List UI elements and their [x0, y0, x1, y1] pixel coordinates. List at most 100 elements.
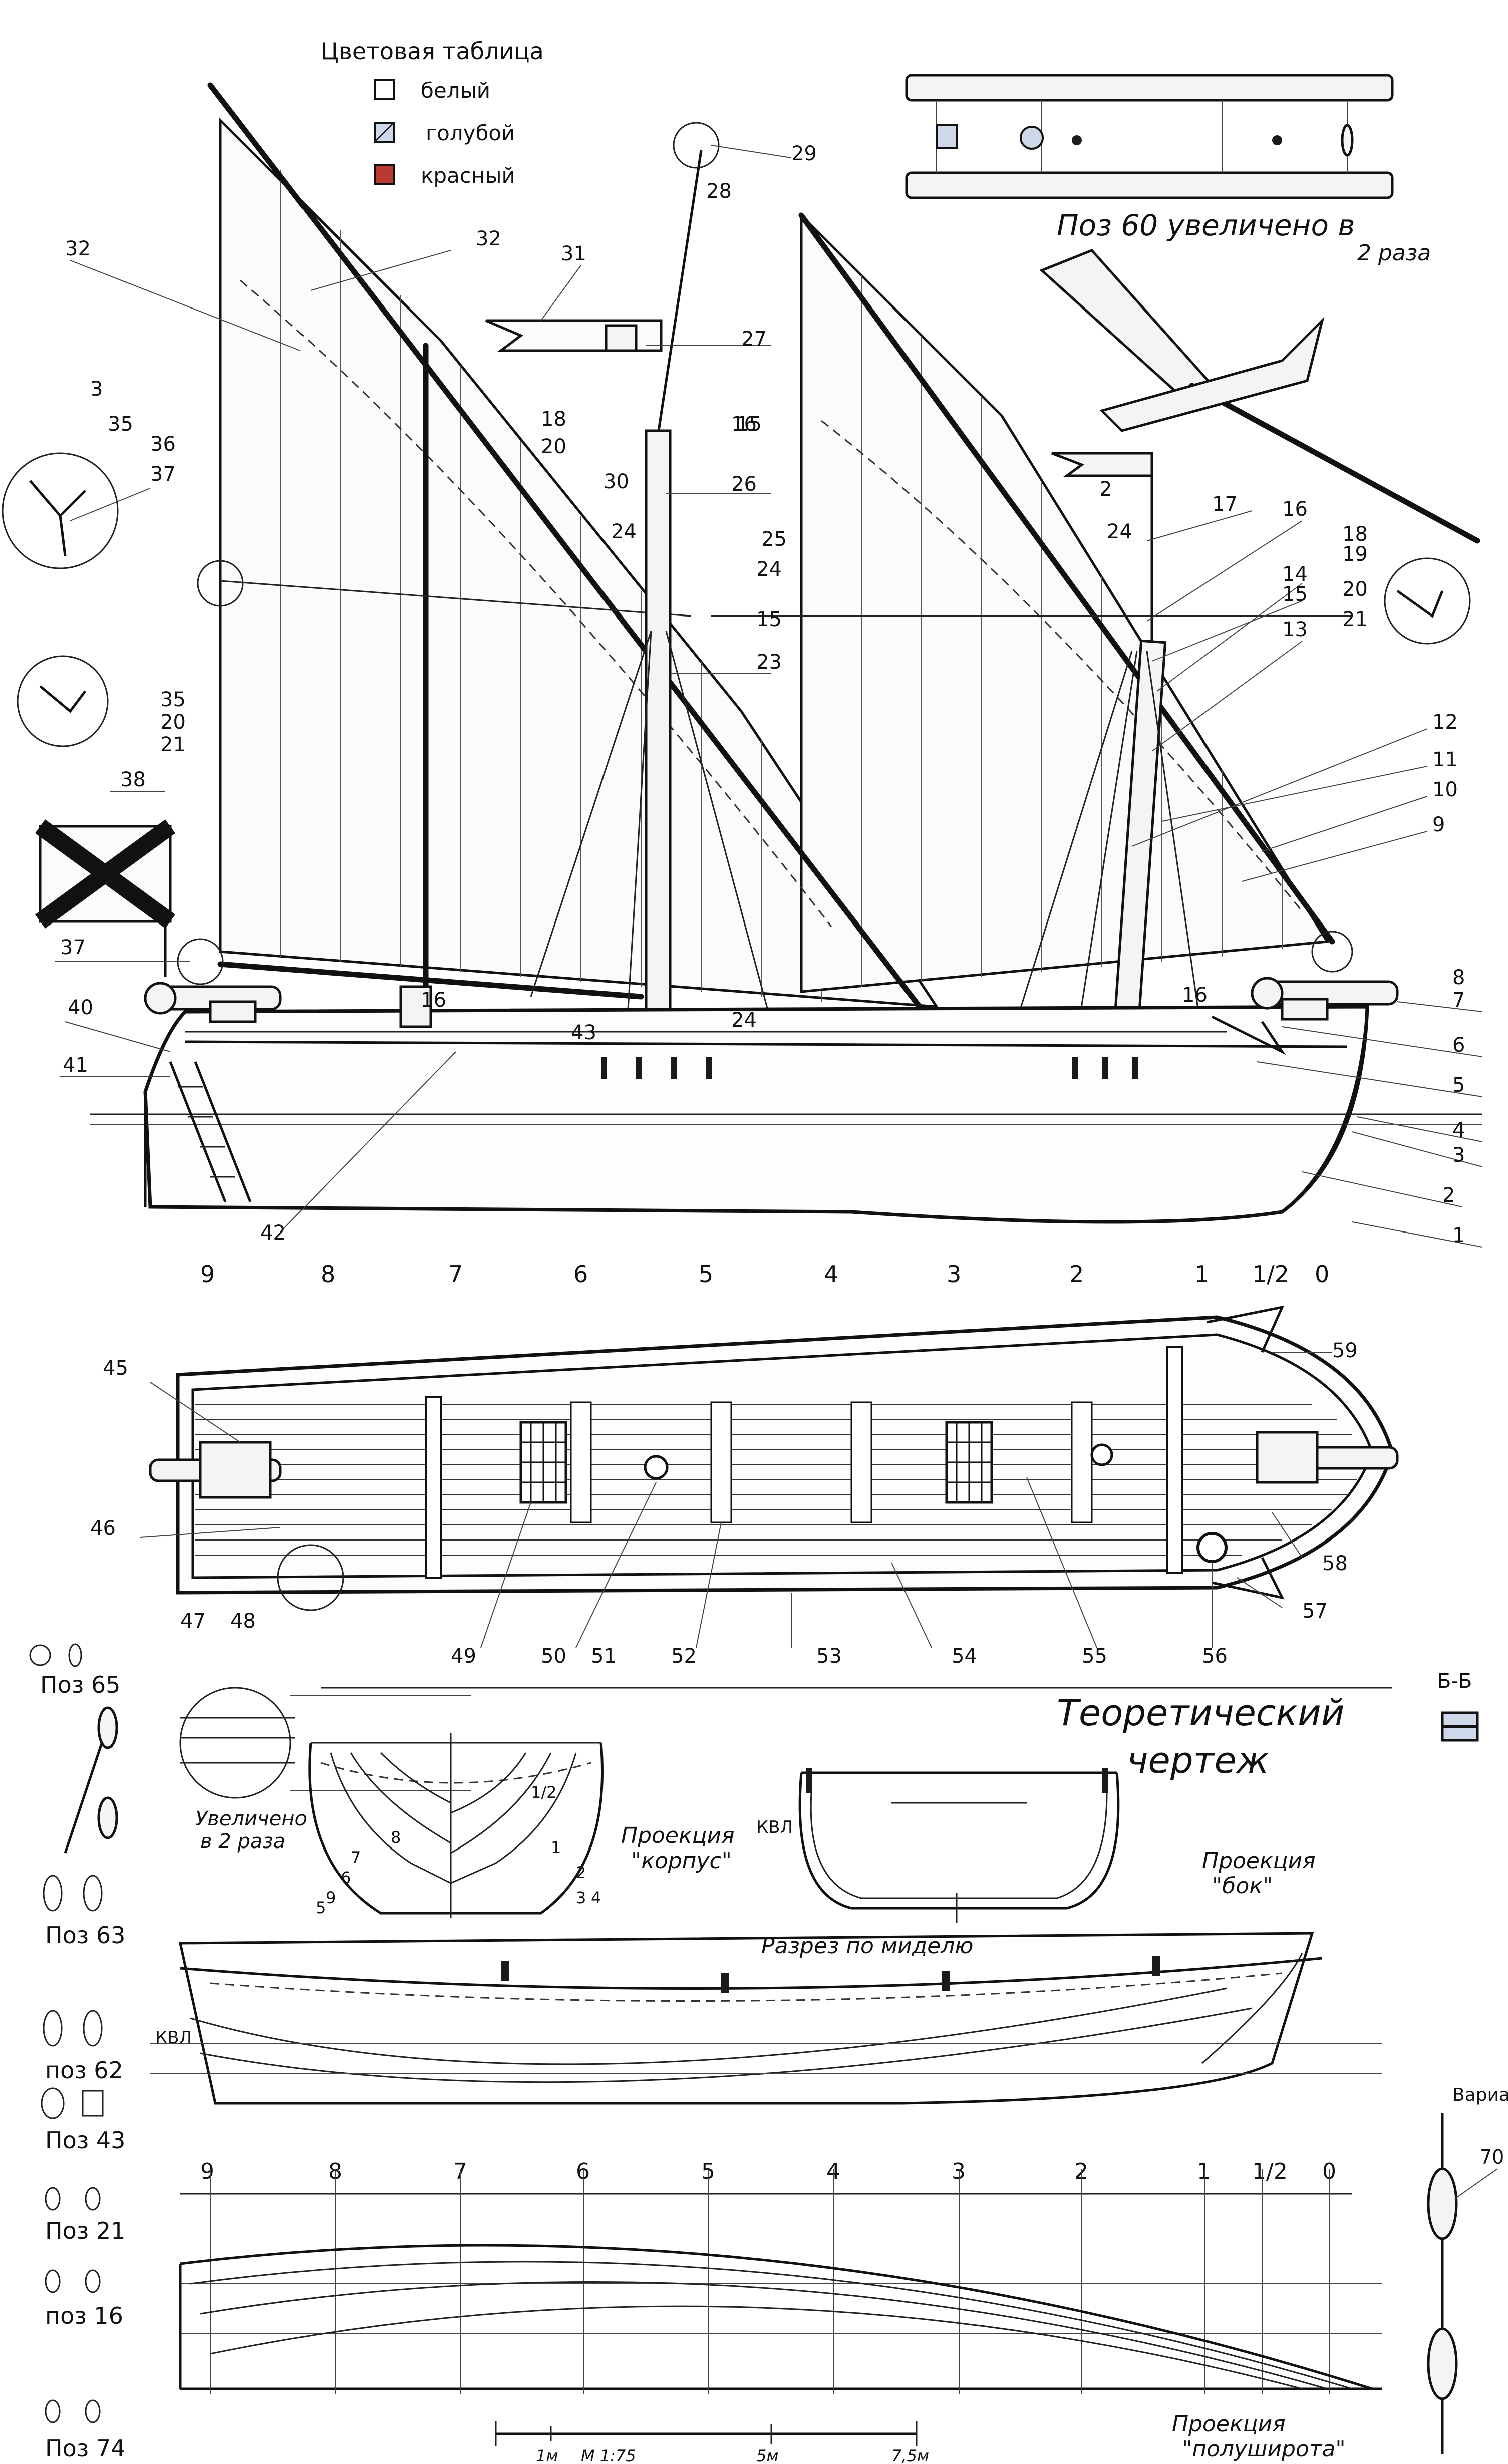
fore-sail-seams [861, 275, 1283, 987]
fitting-74b-icon [85, 2399, 101, 2423]
bp-2: 2 [576, 1863, 586, 1882]
fitting-63-icon [43, 1875, 63, 1912]
station-2: 2 [1069, 1261, 1084, 1288]
callout-31: 31 [561, 242, 586, 265]
rowing-benches [425, 1346, 1183, 1579]
detail-47-caption: Увеличено [195, 1807, 307, 1830]
station-5: 5 [699, 1261, 713, 1288]
side-label-2: "бок" [1212, 1873, 1273, 1899]
station-7: 7 [448, 1261, 463, 1288]
stern-cannon [144, 982, 282, 1023]
callout-24d: 24 [611, 520, 637, 543]
rope-detail-icon [29, 480, 86, 556]
callout-41: 41 [63, 1054, 88, 1077]
callout-30: 30 [604, 470, 629, 493]
callout-26: 26 [731, 473, 757, 496]
callout-35: 35 [108, 413, 133, 436]
callout-36: 36 [150, 433, 176, 456]
callout-15: 15 [1282, 583, 1308, 606]
callout-1: 1 [1452, 1224, 1465, 1247]
fore-pennant [1051, 452, 1153, 477]
theoretical-drawing: Теоретический чертеж 9 8 7 6 5 1/2 1 2 [150, 1687, 1392, 2462]
scale-1m: 1м [536, 2446, 558, 2464]
callout-47: 47 [180, 1610, 206, 1633]
hb-station-9: 9 [200, 2159, 214, 2184]
side-label: Проекция [1202, 1848, 1316, 1874]
callout-32: 32 [476, 227, 501, 250]
oar-shaft-bottom [905, 171, 1394, 199]
hb-station-half: 1/2 [1252, 2159, 1288, 2184]
bp-9: 9 [326, 1888, 336, 1907]
callout-15b: 15 [756, 608, 782, 631]
main-reef-line [240, 279, 832, 927]
callout-17: 17 [1212, 493, 1238, 516]
half-breadth-label-2: "полуширота" [1182, 2436, 1346, 2462]
callout-50: 50 [541, 1645, 566, 1668]
saltire-icon [35, 819, 176, 929]
callout-20c: 20 [541, 435, 566, 458]
callout-10: 10 [1432, 778, 1458, 801]
main-boom [217, 961, 644, 1000]
station-4: 4 [824, 1261, 838, 1288]
station-9: 9 [200, 1261, 215, 1288]
body-plan-outline [308, 1742, 604, 1915]
shroud [665, 631, 777, 1042]
fitting-65-icon [29, 1644, 51, 1666]
station-labels-top: 9 8 7 6 5 4 3 2 1 1/2 0 [200, 1261, 1329, 1288]
oar-pin-icon [1272, 135, 1282, 145]
sail-plan [207, 82, 1352, 1045]
fitting-62b-icon [83, 2010, 103, 2047]
callout-28: 28 [706, 180, 732, 203]
callout-24c: 24 [731, 1009, 757, 1032]
callout-18: 18 [1342, 523, 1368, 546]
side-kvl: КВЛ [155, 2028, 192, 2048]
detail-circle-bow [1311, 931, 1353, 973]
shroud [625, 631, 652, 1042]
callout-53: 53 [816, 1645, 842, 1668]
callout-12: 12 [1432, 711, 1458, 734]
fitting-74-label: Поз 74 [45, 2435, 125, 2462]
callout-32b: 32 [65, 237, 91, 260]
stern-flag [35, 819, 176, 977]
callout-7: 7 [1452, 989, 1465, 1012]
brail-line [220, 580, 692, 617]
station-6: 6 [573, 1261, 588, 1288]
main-mast-step-icon [644, 1455, 669, 1480]
thole-pins [601, 1057, 1138, 1079]
callout-40: 40 [68, 996, 93, 1019]
oar-shaft-top [905, 74, 1394, 102]
legend-label-red: красный [421, 163, 515, 188]
oar-ring-icon [1020, 126, 1044, 150]
capstan [399, 985, 432, 1028]
oar-detail-icon [97, 1796, 118, 1839]
callout-55: 55 [1082, 1645, 1107, 1668]
body-plan: 9 8 7 6 5 1/2 1 2 3 4 Проекция "корпус" [308, 1733, 735, 1918]
detail-60-caption-2: 2 раза [1357, 240, 1431, 266]
cross-flag-icon [605, 324, 638, 352]
main-sail-seams [280, 170, 822, 1002]
stem [1281, 1006, 1369, 1213]
callout-13: 13 [1282, 618, 1308, 641]
fitting-16-icon [45, 2269, 61, 2293]
bp-half: 1/2 [531, 1783, 557, 1802]
callout-48: 48 [230, 1610, 256, 1633]
hull-profile [90, 977, 1482, 1224]
detail-circle-hoist [197, 560, 244, 607]
fore-mast-step-icon [1090, 1443, 1113, 1466]
deck-stern-cannon [149, 1441, 282, 1499]
detail-circle-enlarged [179, 1687, 291, 1799]
midship-kvl: КВЛ [756, 1817, 793, 1837]
callout-25: 25 [761, 528, 787, 551]
cannon-carriage [209, 1000, 257, 1023]
fitting-43b-icon [82, 2090, 104, 2117]
legend-label-blue: голубой [426, 121, 515, 145]
callout-58: 58 [1322, 1552, 1348, 1575]
bp-7: 7 [351, 1848, 361, 1867]
swatch-red-icon [374, 164, 395, 185]
anchor-icon [1211, 1015, 1286, 1055]
callout-9: 9 [1432, 813, 1445, 836]
fitting-65b-icon [68, 1643, 82, 1667]
callout-57: 57 [1302, 1600, 1328, 1623]
side-outline [178, 1932, 1314, 2105]
sheer-line [185, 1040, 1348, 1048]
